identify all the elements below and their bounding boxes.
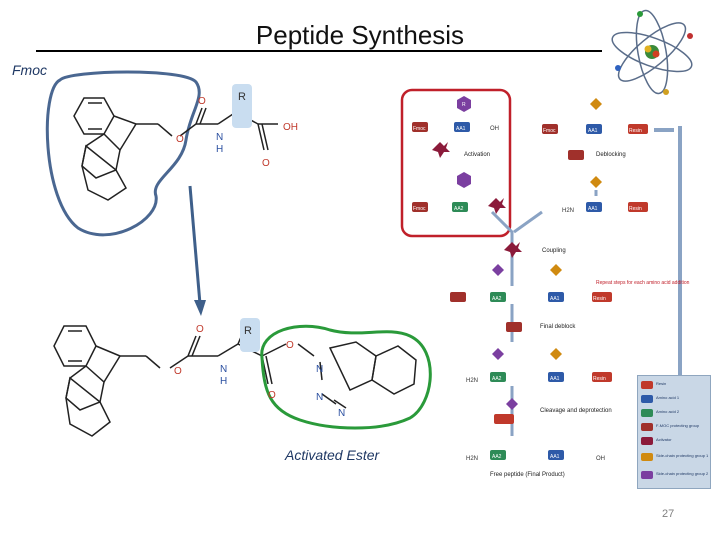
svg-text:AA1: AA1 bbox=[550, 454, 560, 460]
title-underline bbox=[36, 50, 602, 52]
svg-text:R: R bbox=[462, 102, 466, 108]
atom-n: N bbox=[216, 132, 223, 143]
svg-text:Fmoc: Fmoc bbox=[413, 126, 426, 132]
atom-n: N bbox=[338, 408, 345, 419]
legend-swatch-resin bbox=[641, 381, 653, 389]
legend-swatch-fmoc bbox=[641, 423, 653, 431]
atom-o: O bbox=[196, 324, 204, 335]
arrow-head-icon bbox=[194, 300, 206, 316]
legend-label: Side-chain protecting group 1 bbox=[656, 453, 709, 458]
svg-text:Repeat steps for each amino ac: Repeat steps for each amino acid additio… bbox=[596, 280, 690, 286]
svg-text:Resin: Resin bbox=[629, 128, 642, 134]
legend-label: Amino acid 1 bbox=[656, 395, 680, 400]
svg-text:Resin: Resin bbox=[593, 376, 606, 382]
slide-title: Peptide Synthesis bbox=[255, 20, 465, 50]
svg-text:AA1: AA1 bbox=[456, 126, 466, 132]
legend-swatch-aa2 bbox=[641, 409, 653, 417]
legend-label: F-MOC protecting group bbox=[656, 423, 700, 428]
svg-text:Resin: Resin bbox=[593, 296, 606, 302]
legend-label: Amino acid 2 bbox=[656, 409, 680, 414]
fmoc-outline bbox=[45, 70, 201, 237]
legend-row: F-MOC protecting group bbox=[641, 422, 709, 434]
scheme-legend: Resin Amino acid 1 Amino acid 2 F-MOC pr… bbox=[637, 375, 711, 489]
atom-o: O bbox=[174, 366, 182, 377]
svg-text:AA1: AA1 bbox=[588, 128, 598, 134]
legend-swatch-aa1 bbox=[641, 395, 653, 403]
svg-text:AA1: AA1 bbox=[550, 376, 560, 382]
atom-o: O bbox=[268, 390, 276, 401]
svg-text:AA1: AA1 bbox=[550, 296, 560, 302]
legend-row: Side-chain protecting group 1 bbox=[641, 452, 709, 464]
legend-row: Resin bbox=[641, 380, 709, 392]
spps-scheme-diagram: Fmoc AA1 R OH Activation Fmoc AA2 Fmoc A… bbox=[400, 88, 690, 478]
ester-outline bbox=[260, 324, 432, 430]
legend-label: Activator bbox=[656, 437, 672, 442]
svg-text:Coupling: Coupling bbox=[542, 248, 566, 254]
legend-label: Side-chain protecting group 2 bbox=[656, 471, 709, 476]
legend-swatch-activator bbox=[641, 437, 653, 445]
activation-box bbox=[400, 88, 512, 238]
svg-text:AA2: AA2 bbox=[492, 296, 502, 302]
atom-oh: OH bbox=[283, 122, 298, 133]
svg-text:OH: OH bbox=[596, 456, 605, 462]
atom-r: R bbox=[244, 325, 252, 337]
atom-h: H bbox=[220, 376, 227, 387]
legend-row: Side-chain protecting group 2 bbox=[641, 470, 709, 482]
atom-n: N bbox=[316, 392, 323, 403]
svg-text:OH: OH bbox=[490, 126, 499, 132]
atom-o: O bbox=[198, 96, 206, 107]
svg-text:Activation: Activation bbox=[464, 152, 490, 158]
legend-swatch-side-chain-1 bbox=[641, 453, 653, 461]
activator-icon bbox=[488, 198, 506, 214]
svg-text:Cleavage and deprotection: Cleavage and deprotection bbox=[540, 408, 612, 414]
svg-text:H2N: H2N bbox=[466, 456, 478, 462]
svg-text:H2N: H2N bbox=[562, 208, 574, 214]
atom-h: H bbox=[216, 144, 223, 155]
svg-text:AA1: AA1 bbox=[588, 206, 598, 212]
atom-n: N bbox=[316, 364, 323, 375]
svg-text:Free peptide (Final Product): Free peptide (Final Product) bbox=[490, 472, 565, 478]
activated-ester-label: Activated Ester bbox=[285, 447, 380, 463]
svg-text:Fmoc: Fmoc bbox=[413, 206, 426, 212]
svg-text:AA2: AA2 bbox=[492, 454, 502, 460]
atom-o: O bbox=[286, 340, 294, 351]
fluorene-bottom bbox=[53, 325, 417, 437]
fmoc-label: Fmoc bbox=[12, 62, 47, 78]
activator-icon bbox=[432, 142, 450, 158]
page-number: 27 bbox=[662, 508, 675, 520]
atom-n: N bbox=[220, 364, 227, 375]
svg-text:AA2: AA2 bbox=[492, 376, 502, 382]
fmoc-chemistry-diagram: O O N H R OH O O O N H R O O N N N bbox=[45, 70, 432, 437]
svg-text:AA2: AA2 bbox=[454, 206, 464, 212]
svg-text:Resin: Resin bbox=[629, 206, 642, 212]
legend-row: Activator bbox=[641, 436, 709, 448]
atom-icon bbox=[611, 9, 693, 95]
atom-o: O bbox=[262, 158, 270, 169]
atom-o: O bbox=[176, 134, 184, 145]
legend-swatch-side-chain-2 bbox=[641, 471, 653, 479]
atom-r: R bbox=[238, 91, 246, 103]
svg-text:Final deblock: Final deblock bbox=[540, 324, 576, 330]
legend-row: Amino acid 1 bbox=[641, 394, 709, 406]
svg-text:H2N: H2N bbox=[466, 378, 478, 384]
legend-label: Resin bbox=[656, 381, 667, 386]
svg-text:Deblocking: Deblocking bbox=[596, 152, 626, 158]
svg-text:Fmoc: Fmoc bbox=[543, 128, 556, 134]
fluorene-top bbox=[73, 95, 278, 201]
legend-row: Amino acid 2 bbox=[641, 408, 709, 420]
